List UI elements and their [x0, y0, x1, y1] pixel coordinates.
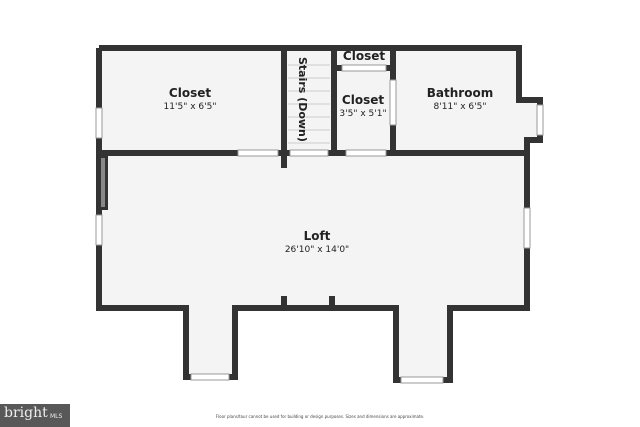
- room-name: Closet: [168, 86, 212, 100]
- room-dimensions: 26'10" x 14'0": [284, 245, 350, 255]
- floor-area: [99, 48, 540, 380]
- room-name: Closet: [341, 93, 385, 107]
- window: [95, 107, 103, 139]
- stair-treads: [288, 64, 330, 144]
- window: [400, 376, 444, 384]
- disclaimer: Floor plans/tour cannot be used for buil…: [215, 414, 425, 419]
- doorway: [289, 149, 329, 157]
- room-dimensions: 8'11" x 6'5": [433, 102, 487, 112]
- room-closet-2: Closet: [343, 49, 385, 63]
- room-dimensions: 11'5" x 6'5": [163, 102, 217, 112]
- room-loft: Loft 26'10" x 14'0": [285, 229, 349, 255]
- window: [95, 214, 103, 246]
- fireplace-hatch: [101, 158, 105, 207]
- logo-brand: bright: [4, 405, 48, 421]
- room-closet-1: Closet 11'5" x 6'5": [164, 86, 217, 112]
- room-closet-3: Closet 3'5" x 5'1": [339, 93, 386, 119]
- room-bathroom: Bathroom 8'11" x 6'5": [427, 86, 493, 112]
- doorway: [341, 64, 387, 72]
- doorway: [345, 149, 387, 157]
- room-name: Loft: [303, 229, 331, 243]
- room-stairs[interactable]: Stairs (Down): [296, 57, 309, 142]
- window: [536, 104, 544, 136]
- window: [190, 373, 230, 381]
- room-name: Bathroom: [426, 86, 494, 100]
- room-name: Closet: [342, 49, 386, 63]
- window: [523, 207, 531, 249]
- doorway: [389, 79, 397, 126]
- bright-mls-logo: bright MLS: [0, 404, 70, 427]
- logo-suffix: MLS: [50, 413, 63, 420]
- doorway: [237, 149, 279, 157]
- openings: [95, 64, 544, 384]
- room-dimensions: 3'5" x 5'1": [339, 109, 387, 119]
